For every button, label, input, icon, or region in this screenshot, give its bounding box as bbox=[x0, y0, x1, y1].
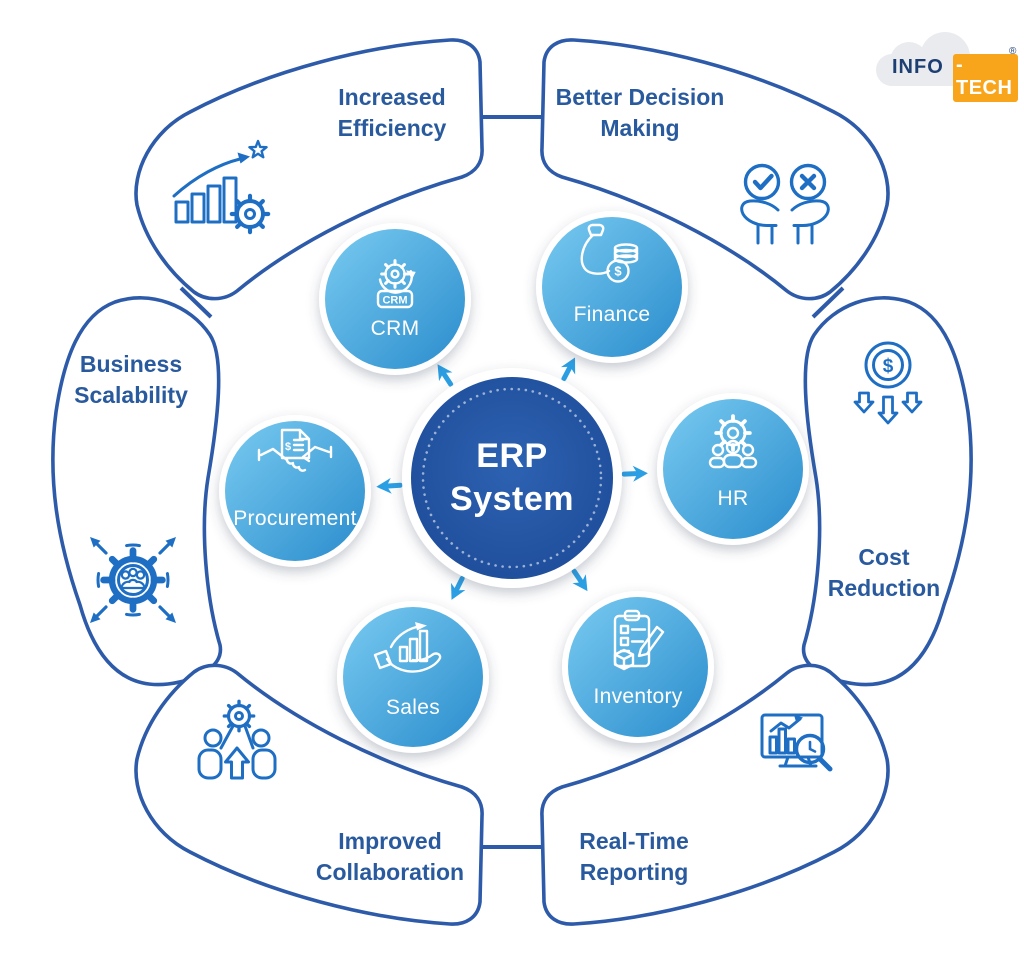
module-label-hr: HR bbox=[717, 487, 749, 510]
module-crm: CRM bbox=[319, 223, 471, 375]
svg-text:$: $ bbox=[614, 264, 622, 279]
module-procurement: $ bbox=[219, 415, 371, 567]
blob-connector-right-top bbox=[811, 286, 845, 319]
arrow-to-procurement bbox=[376, 477, 403, 494]
crm-gear-icon: CRM bbox=[376, 259, 416, 309]
benefit-line: Improved bbox=[338, 828, 442, 854]
gear-team-expand-icon bbox=[90, 537, 176, 623]
erp-title: ERP System bbox=[450, 435, 574, 521]
people-gear-icon bbox=[708, 414, 758, 469]
svg-text:$: $ bbox=[883, 356, 894, 377]
module-label-finance: Finance bbox=[573, 303, 651, 326]
benefit-line: Collaboration bbox=[315, 859, 465, 885]
module-hr bbox=[657, 393, 809, 545]
benefit-line: Reporting bbox=[579, 859, 689, 885]
team-gear-uparrow-icon bbox=[197, 699, 277, 780]
hands-check-cross-icon bbox=[740, 163, 830, 245]
arrow-to-sales bbox=[451, 575, 466, 600]
benefit-label-cost-reduction: Cost Reduction bbox=[828, 542, 940, 604]
svg-text:CRM: CRM bbox=[382, 295, 407, 307]
benefit-label-improved-collaboration: Improved Collaboration bbox=[316, 826, 464, 888]
erp-title-line1: ERP bbox=[476, 437, 548, 475]
logo-text-tech: -TECH bbox=[953, 54, 1018, 102]
benefit-line: Reduction bbox=[827, 575, 941, 601]
benefit-label-business-scalability: Business Scalability bbox=[74, 349, 188, 411]
growth-chart-gear-icon bbox=[172, 139, 268, 232]
module-sales bbox=[337, 601, 489, 753]
erp-center bbox=[376, 357, 648, 600]
blob-real-time-reporting bbox=[540, 663, 890, 926]
benefit-line: Scalability bbox=[74, 382, 188, 408]
modules: CRM $ bbox=[219, 211, 809, 753]
benefit-line: Increased bbox=[338, 84, 446, 110]
module-inventory bbox=[562, 591, 714, 743]
benefit-line: Business bbox=[79, 351, 183, 377]
benefit-line: Cost bbox=[858, 544, 910, 570]
benefit-label-real-time-reporting: Real-Time Reporting bbox=[579, 826, 689, 888]
center-arrows bbox=[376, 357, 648, 600]
registered-mark: ® bbox=[1009, 46, 1017, 57]
blob-connector-left-top bbox=[179, 286, 213, 319]
svg-text:$: $ bbox=[285, 441, 291, 453]
dollar-down-arrows-icon: $ bbox=[853, 341, 923, 425]
benefit-label-better-decision-making: Better Decision Making bbox=[556, 82, 725, 144]
clipboard-box-pencil-icon bbox=[613, 609, 665, 671]
blob-increased-efficiency bbox=[134, 38, 484, 301]
monitor-clock-magnifier-icon bbox=[760, 713, 833, 772]
center-dotted-ring bbox=[421, 387, 603, 569]
money-bag-coins-icon: $ bbox=[580, 223, 639, 283]
arrow-to-hr bbox=[621, 465, 648, 482]
benefit-label-increased-efficiency: Increased Efficiency bbox=[338, 82, 447, 144]
module-finance: $ bbox=[536, 211, 688, 363]
arrow-to-crm bbox=[437, 364, 454, 387]
blob-improved-collaboration bbox=[134, 663, 484, 926]
module-label-sales: Sales bbox=[385, 696, 441, 719]
logo-text-info: INFO bbox=[892, 56, 944, 78]
module-label-procurement: Procurement bbox=[233, 507, 357, 530]
hand-chart-icon bbox=[373, 622, 442, 673]
center-circle bbox=[411, 377, 613, 579]
benefit-line: Making bbox=[600, 115, 680, 141]
erp-title-line2: System bbox=[450, 480, 574, 518]
module-label-inventory: Inventory bbox=[593, 685, 683, 708]
arrow-to-finance bbox=[560, 357, 576, 382]
module-label-crm: CRM bbox=[370, 317, 420, 340]
benefit-line: Real-Time bbox=[579, 828, 689, 854]
benefit-line: Efficiency bbox=[337, 115, 447, 141]
benefit-line: Better Decision bbox=[555, 84, 725, 110]
blob-better-decision-making bbox=[540, 38, 890, 301]
benefit-blobs bbox=[51, 38, 973, 926]
invoice-handshake-icon: $ bbox=[257, 428, 333, 472]
infotech-logo: INFO -TECH ® bbox=[876, 32, 1018, 102]
arrow-to-inventory bbox=[571, 568, 588, 592]
